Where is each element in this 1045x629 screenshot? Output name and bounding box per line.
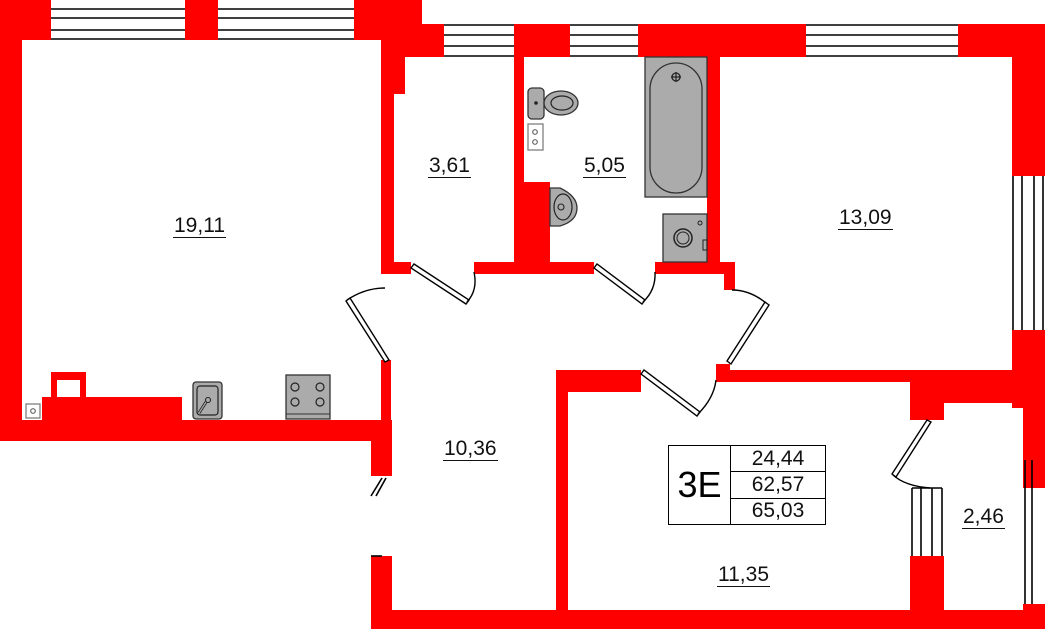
apartment-summary-box: 3E 24,44 62,57 65,03: [668, 445, 826, 525]
door-bedroom-bottom: [640, 369, 717, 417]
window-balcony-door: [911, 487, 943, 556]
total-area-value: 62,57: [731, 472, 825, 499]
room-area-balcony: 2,46: [962, 505, 1005, 529]
door-kitchen: [345, 287, 391, 363]
window-bedroom-right: [1012, 176, 1044, 330]
window-top-left-2: [218, 8, 354, 40]
window-storage: [444, 24, 514, 57]
window-balcony-right: [1024, 460, 1033, 604]
window-bedroom-top: [806, 24, 958, 57]
room-area-bathroom: 5,05: [583, 154, 626, 178]
doors: [345, 263, 933, 557]
fixtures: [25, 56, 708, 420]
room-area-storage: 3,61: [428, 154, 471, 178]
door-bedroom-right: [726, 289, 770, 366]
washing-machine-icon: [662, 213, 708, 263]
area-summary: 24,44 62,57 65,03: [731, 446, 825, 524]
kitchen-outlet-icon: [25, 403, 41, 419]
bathtub-icon: [644, 56, 708, 198]
window-top-left-1: [51, 8, 185, 40]
room-area-kitchen-living: 19,11: [173, 214, 226, 238]
kitchen-sink-icon: [192, 381, 223, 420]
door-bathroom: [593, 263, 656, 305]
stove-icon: [285, 374, 331, 420]
total-area-with-balcony-value: 65,03: [751, 499, 805, 523]
room-area-hallway: 10,36: [443, 437, 498, 461]
room-area-bedroom-bottom: 11,35: [717, 563, 770, 587]
door-entrance: [370, 477, 387, 557]
door-storage: [409, 263, 476, 305]
windows: [51, 8, 1044, 604]
toilet-icon: [527, 87, 579, 120]
living-area-value: 24,44: [731, 446, 825, 473]
outlet-icon: [527, 123, 544, 151]
room-area-bedroom-right: 13,09: [838, 206, 893, 230]
washbasin-icon: [549, 187, 578, 227]
window-bathroom: [570, 24, 638, 57]
door-balcony: [891, 419, 933, 489]
apartment-code: 3E: [669, 446, 731, 524]
